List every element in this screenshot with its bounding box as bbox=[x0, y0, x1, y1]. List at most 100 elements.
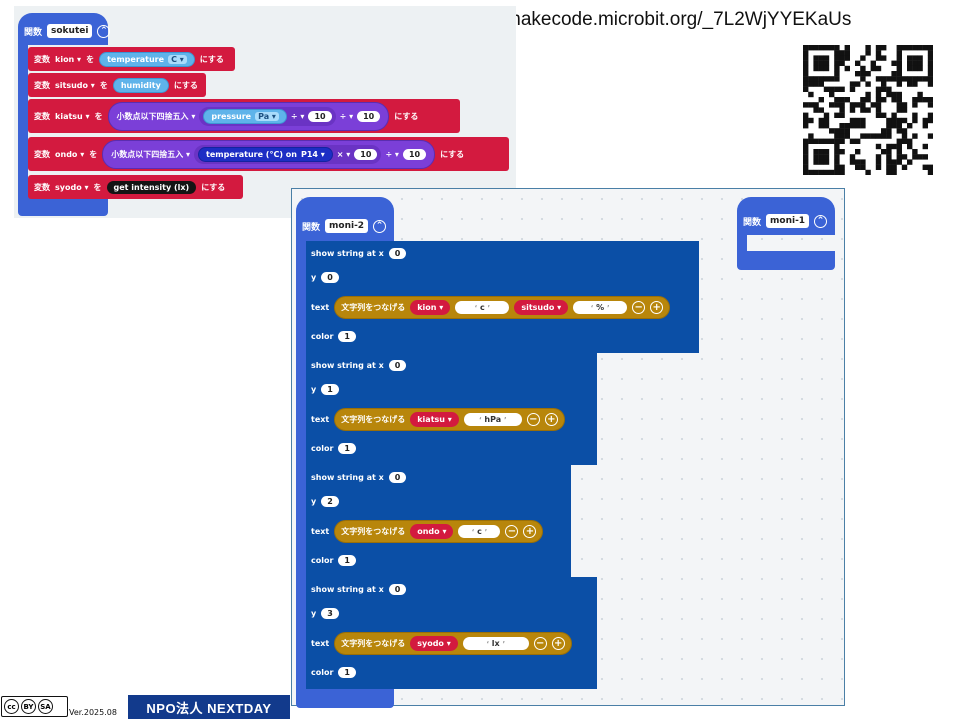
wo-label: を bbox=[93, 182, 102, 192]
set-var-block[interactable]: 変数 syodo ▾ を get intensity (lx) にする bbox=[28, 175, 243, 199]
y-label: y bbox=[311, 385, 317, 394]
color-field[interactable]: 1 bbox=[338, 667, 356, 678]
wo-label: を bbox=[86, 54, 95, 64]
sa-icon: SA bbox=[38, 699, 53, 714]
operator-dropdown[interactable]: ÷ ▾ bbox=[385, 149, 399, 159]
plus-icon[interactable]: + bbox=[650, 301, 664, 314]
function-name-field[interactable]: sokutei bbox=[47, 24, 93, 38]
string-field[interactable]: ‘ c ’ bbox=[458, 525, 501, 538]
share-url[interactable]: https://makecode.microbit.org/_7L2WjYYEK… bbox=[448, 9, 852, 30]
y-field[interactable]: 3 bbox=[321, 608, 339, 619]
var-reporter-dropdown[interactable]: sitsudo ▾ bbox=[514, 300, 569, 315]
suru-label: にする bbox=[201, 182, 226, 192]
text-label: text bbox=[311, 639, 330, 648]
x-field[interactable]: 0 bbox=[388, 584, 407, 595]
color-field[interactable]: 1 bbox=[338, 555, 356, 566]
string-field[interactable]: ‘ % ’ bbox=[573, 301, 628, 314]
number-field[interactable]: 10 bbox=[357, 110, 381, 122]
round-dropdown[interactable]: 小数点以下四捨五入 ▾ bbox=[116, 111, 196, 121]
text-label: text bbox=[311, 415, 330, 424]
string-field[interactable]: ‘ hPa ’ bbox=[463, 413, 522, 426]
function-name-field[interactable]: moni-2 bbox=[325, 219, 369, 233]
operator-dropdown[interactable]: ÷ ▾ bbox=[290, 111, 305, 121]
suru-label: にする bbox=[394, 111, 419, 121]
pin-dropdown[interactable]: P14 ▾ bbox=[300, 149, 325, 159]
join-block[interactable]: 文字列をつなげる kion ▾ ‘ c ’ sitsudo ▾ ‘ % ’ − … bbox=[334, 296, 671, 319]
unit-dropdown[interactable]: C ▾ bbox=[168, 54, 187, 64]
x-field[interactable]: 0 bbox=[388, 360, 407, 371]
var-reporter-dropdown[interactable]: ondo ▾ bbox=[410, 524, 454, 539]
text-label: text bbox=[311, 527, 330, 536]
set-var-block[interactable]: 変数 ondo ▾ を 小数点以下四捨五入 ▾ temperature (°C)… bbox=[28, 137, 509, 171]
string-field[interactable]: ‘ lx ’ bbox=[462, 637, 529, 650]
string-field[interactable]: ‘ c ’ bbox=[455, 301, 510, 314]
minus-icon[interactable]: − bbox=[533, 637, 547, 650]
cc-license-badge: cc BY SA bbox=[1, 696, 68, 717]
collapse-icon[interactable]: ⌃ bbox=[373, 219, 387, 233]
show-string-label: show string at x bbox=[311, 473, 384, 482]
color-label: color bbox=[311, 332, 334, 341]
function-keyword: 関数 bbox=[743, 217, 762, 228]
y-field[interactable]: 0 bbox=[321, 272, 339, 283]
plus-icon[interactable]: + bbox=[551, 637, 565, 650]
color-label: color bbox=[311, 444, 334, 453]
function-name-field[interactable]: moni-1 bbox=[766, 214, 810, 228]
y-label: y bbox=[311, 273, 317, 282]
var-reporter-dropdown[interactable]: syodo ▾ bbox=[410, 636, 458, 651]
collapse-icon[interactable]: ⌃ bbox=[814, 214, 828, 228]
plus-icon[interactable]: + bbox=[523, 525, 537, 538]
show-string-label: show string at x bbox=[311, 585, 384, 594]
number-field[interactable]: 10 bbox=[308, 110, 332, 122]
join-label: 文字列をつなげる bbox=[341, 527, 406, 536]
color-field[interactable]: 1 bbox=[338, 443, 356, 454]
suru-label: にする bbox=[440, 149, 465, 159]
set-var-block[interactable]: 変数 sitsudo ▾ を humidity にする bbox=[28, 73, 206, 97]
var-dropdown[interactable]: kion ▾ bbox=[55, 54, 82, 64]
color-label: color bbox=[311, 556, 334, 565]
var-dropdown[interactable]: syodo ▾ bbox=[55, 182, 89, 192]
version-label: Ver.2025.08 bbox=[69, 708, 117, 717]
number-field[interactable]: 10 bbox=[354, 148, 378, 160]
join-block[interactable]: 文字列をつなげる kiatsu ▾ ‘ hPa ’ − + bbox=[334, 408, 565, 431]
join-label: 文字列をつなげる bbox=[341, 639, 406, 648]
operator-dropdown[interactable]: ÷ ▾ bbox=[339, 111, 354, 121]
join-block[interactable]: 文字列をつなげる syodo ▾ ‘ lx ’ − + bbox=[334, 632, 572, 655]
x-field[interactable]: 0 bbox=[388, 472, 407, 483]
var-reporter-dropdown[interactable]: kiatsu ▾ bbox=[410, 412, 459, 427]
var-dropdown[interactable]: ondo ▾ bbox=[55, 149, 85, 159]
var-dropdown[interactable]: sitsudo ▾ bbox=[55, 80, 95, 90]
minus-icon[interactable]: − bbox=[526, 413, 540, 426]
color-field[interactable]: 1 bbox=[338, 331, 356, 342]
minus-icon[interactable]: − bbox=[505, 525, 519, 538]
qr-code bbox=[803, 45, 933, 175]
light-intensity-block[interactable]: get intensity (lx) bbox=[106, 180, 197, 194]
join-block[interactable]: 文字列をつなげる ondo ▾ ‘ c ’ − + bbox=[334, 520, 544, 543]
minus-icon[interactable]: − bbox=[632, 301, 646, 314]
number-field[interactable]: 10 bbox=[402, 148, 427, 160]
operator-dropdown[interactable]: × ▾ bbox=[336, 149, 351, 159]
collapse-icon[interactable]: ⌃ bbox=[97, 24, 111, 38]
unit-dropdown[interactable]: Pa ▾ bbox=[255, 111, 279, 121]
humidity-block[interactable]: humidity bbox=[112, 77, 169, 93]
show-string-label: show string at x bbox=[311, 361, 384, 370]
round-dropdown[interactable]: 小数点以下四捨五入 ▾ bbox=[111, 149, 191, 159]
y-field[interactable]: 2 bbox=[321, 496, 339, 507]
var-dropdown[interactable]: kiatsu ▾ bbox=[55, 111, 90, 121]
function-keyword: 関数 bbox=[24, 27, 43, 38]
x-field[interactable]: 0 bbox=[388, 248, 407, 259]
join-label: 文字列をつなげる bbox=[341, 415, 406, 424]
wo-label: を bbox=[94, 111, 103, 121]
y-label: y bbox=[311, 609, 317, 618]
plus-icon[interactable]: + bbox=[544, 413, 558, 426]
y-field[interactable]: 1 bbox=[321, 384, 339, 395]
var-reporter-dropdown[interactable]: kion ▾ bbox=[410, 300, 451, 315]
